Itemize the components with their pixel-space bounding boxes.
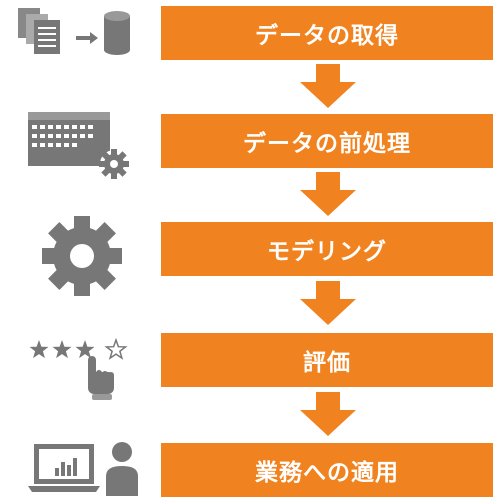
gear-icon [42, 216, 122, 296]
step-data-acquisition: データの取得 [161, 6, 493, 60]
laptop-chart-user-icon [28, 442, 138, 496]
step-modeling: モデリング [161, 222, 493, 276]
step-label: データの取得 [255, 23, 399, 49]
pointing-hand-icon [88, 356, 114, 400]
window-gear-icon [28, 112, 129, 179]
step-label: 評価 [303, 350, 351, 376]
star-icon [75, 340, 95, 359]
step-business-application: 業務への適用 [161, 443, 493, 497]
step-label: データの前処理 [243, 131, 411, 157]
step-evaluation: 評価 [161, 333, 493, 387]
step-label: 業務への適用 [255, 460, 399, 486]
down-arrow-icon [300, 172, 356, 216]
down-arrow-icon [300, 392, 356, 436]
down-arrow-icon [300, 64, 356, 108]
step-label: モデリング [267, 239, 387, 265]
star-rating-hand-icon [29, 337, 128, 400]
down-arrow-icon [300, 281, 356, 325]
step-data-preprocessing: データの前処理 [161, 114, 493, 168]
star-icon [29, 340, 49, 359]
star-icon [52, 340, 72, 359]
star-outline-icon [104, 337, 128, 360]
documents-to-database-icon [18, 8, 130, 55]
